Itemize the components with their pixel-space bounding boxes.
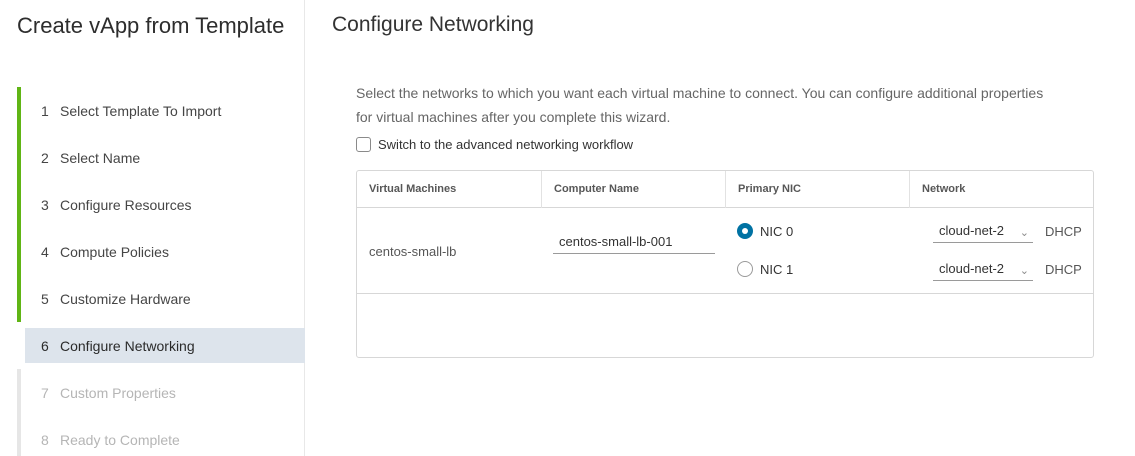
advanced-networking-checkbox[interactable] — [356, 137, 371, 152]
wizard-title: Create vApp from Template — [17, 13, 285, 38]
step-ready-to-complete: 8 Ready to Complete — [17, 416, 305, 456]
page-description: Select the networks to which you want ea… — [356, 85, 1044, 125]
step-label: Ready to Complete — [60, 431, 180, 448]
wizard-steps: 1 Select Template To Import 2 Select Nam… — [17, 87, 305, 456]
primary-nic-option-0[interactable]: NIC 0 — [737, 223, 793, 239]
step-label: Compute Policies — [60, 243, 169, 260]
step-select-template[interactable]: 1 Select Template To Import — [17, 87, 305, 134]
chevron-down-icon: ⌄ — [1019, 227, 1029, 239]
step-number: 6 — [41, 337, 49, 354]
nic-1-label: NIC 1 — [760, 261, 794, 277]
step-progress-bar — [17, 228, 21, 275]
step-progress-bar — [17, 275, 21, 322]
network-select-nic-1[interactable]: cloud-net-2 ⌄ — [933, 259, 1033, 281]
advanced-networking-toggle[interactable]: Switch to the advanced networking workfl… — [356, 137, 633, 152]
step-number: 1 — [41, 102, 49, 119]
network-select-value: cloud-net-2 — [939, 261, 1005, 276]
step-progress-bar — [17, 181, 21, 228]
ip-mode-nic-0: DHCP — [1045, 224, 1082, 239]
step-custom-properties: 7 Custom Properties — [17, 369, 305, 416]
step-number: 2 — [41, 149, 49, 166]
table-row: centos-small-lb NIC 0 NIC 1 cloud-net-2 … — [357, 208, 1093, 294]
network-select-value: cloud-net-2 — [939, 223, 1005, 238]
step-customize-hardware[interactable]: 5 Customize Hardware — [17, 275, 305, 322]
step-label: Custom Properties — [60, 384, 176, 401]
page-title: Configure Networking — [332, 13, 534, 36]
step-configure-networking[interactable]: 6 Configure Networking — [17, 322, 305, 369]
step-label: Configure Networking — [60, 337, 195, 354]
step-progress-bar — [17, 87, 21, 134]
step-number: 4 — [41, 243, 49, 260]
column-header-network[interactable]: Network — [909, 171, 1093, 208]
vm-network-grid: Virtual Machines Computer Name Primary N… — [356, 170, 1094, 358]
step-label: Configure Resources — [60, 196, 192, 213]
step-progress-bar — [17, 369, 21, 416]
step-progress-bar — [17, 134, 21, 181]
step-label: Select Template To Import — [60, 102, 222, 119]
step-number: 8 — [41, 431, 49, 448]
nic-0-radio[interactable] — [737, 223, 753, 239]
step-label: Select Name — [60, 149, 141, 166]
step-number: 7 — [41, 384, 49, 401]
step-progress-bar — [17, 416, 21, 456]
ip-mode-nic-1: DHCP — [1045, 262, 1082, 277]
step-number: 5 — [41, 290, 49, 307]
chevron-down-icon: ⌄ — [1019, 265, 1029, 277]
step-number: 3 — [41, 196, 49, 213]
nic-0-label: NIC 0 — [760, 223, 794, 239]
grid-header: Virtual Machines Computer Name Primary N… — [357, 171, 1093, 208]
step-compute-policies[interactable]: 4 Compute Policies — [17, 228, 305, 275]
step-configure-resources[interactable]: 3 Configure Resources — [17, 181, 305, 228]
column-header-computer-name[interactable]: Computer Name — [541, 171, 725, 208]
network-select-nic-0[interactable]: cloud-net-2 ⌄ — [933, 221, 1033, 243]
column-header-virtual-machines[interactable]: Virtual Machines — [369, 183, 457, 195]
active-step-highlight — [25, 328, 305, 363]
primary-nic-option-1[interactable]: NIC 1 — [737, 261, 793, 277]
nic-1-radio[interactable] — [737, 261, 753, 277]
vm-name: centos-small-lb — [369, 244, 457, 259]
advanced-networking-label: Switch to the advanced networking workfl… — [378, 137, 634, 152]
column-header-primary-nic[interactable]: Primary NIC — [725, 171, 909, 208]
computer-name-input[interactable] — [553, 230, 715, 254]
step-select-name[interactable]: 2 Select Name — [17, 134, 305, 181]
wizard-sidebar: Create vApp from Template 1 Select Templ… — [0, 0, 305, 456]
step-label: Customize Hardware — [60, 290, 191, 307]
